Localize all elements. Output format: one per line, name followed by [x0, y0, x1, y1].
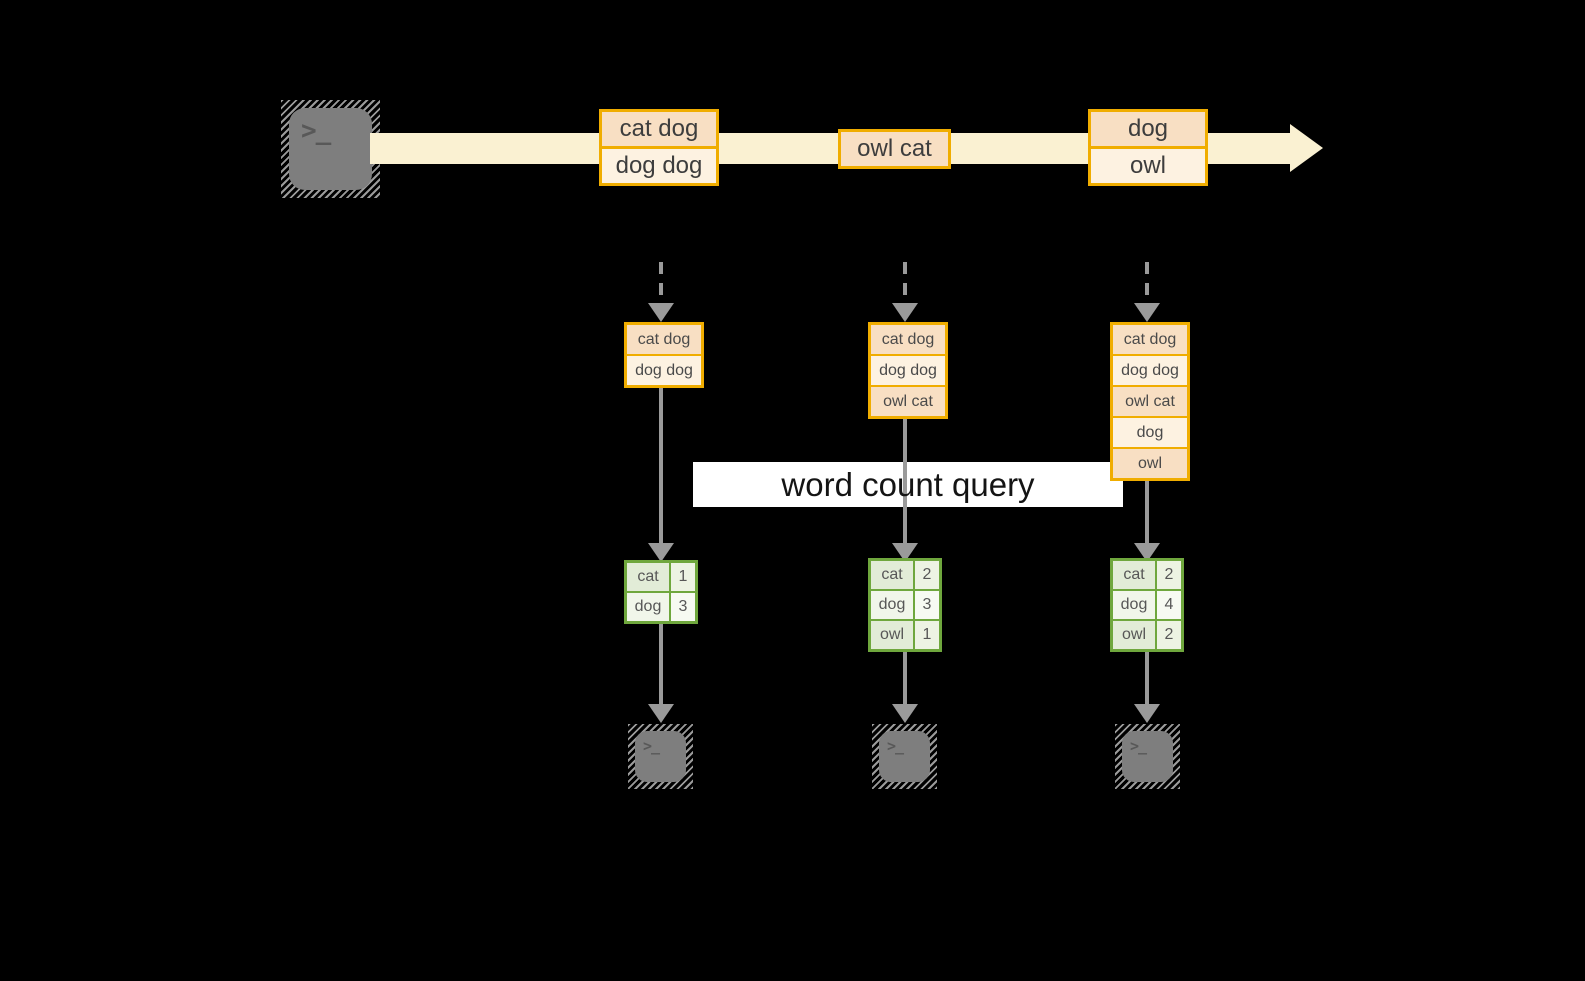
- result-row: cat 1: [627, 563, 695, 591]
- down-arrowhead-icon: [1134, 543, 1160, 562]
- terminal-prompt-icon: >_: [643, 737, 660, 755]
- sink-terminal-icon-2: >_: [872, 724, 937, 789]
- terminal-prompt-icon: >_: [1130, 737, 1147, 755]
- count-cell: 4: [1157, 591, 1181, 619]
- down-arrowhead-icon: [648, 704, 674, 723]
- result-row: owl 2: [1113, 621, 1181, 649]
- count-cell: 2: [1157, 621, 1181, 649]
- terminal-screen: >_: [289, 108, 372, 190]
- result-row: dog 3: [627, 593, 695, 621]
- event-line: dog: [1091, 112, 1205, 146]
- query-banner-label: word count query: [781, 466, 1035, 503]
- arrow-line: [1145, 652, 1149, 704]
- micro-batch-2: cat dog dog dog owl cat: [868, 322, 948, 419]
- batch-line: owl cat: [871, 385, 945, 416]
- dashed-arrow-line: [903, 262, 907, 303]
- down-arrowhead-icon: [892, 303, 918, 322]
- result-row: dog 3: [871, 591, 939, 619]
- down-arrowhead-icon: [1134, 303, 1160, 322]
- word-cell: owl: [871, 621, 913, 649]
- arrow-line: [903, 417, 907, 543]
- down-arrowhead-icon: [648, 303, 674, 322]
- arrow-line: [1145, 479, 1149, 543]
- event-line: owl cat: [841, 132, 948, 166]
- word-cell: dog: [627, 593, 669, 621]
- micro-batch-1: cat dog dog dog: [624, 322, 704, 388]
- batch-line: dog dog: [871, 354, 945, 385]
- terminal-screen: >_: [879, 731, 930, 782]
- stream-event-2: owl cat: [838, 129, 951, 169]
- event-line: cat dog: [602, 112, 716, 146]
- batch-line: owl cat: [1113, 385, 1187, 416]
- batch-line: cat dog: [871, 325, 945, 354]
- batch-line: cat dog: [1113, 325, 1187, 354]
- batch-line: dog dog: [1113, 354, 1187, 385]
- down-arrowhead-icon: [648, 543, 674, 562]
- word-cell: cat: [871, 561, 913, 589]
- result-row: owl 1: [871, 621, 939, 649]
- arrow-line: [903, 652, 907, 704]
- count-cell: 3: [671, 593, 695, 621]
- batch-line: dog: [1113, 416, 1187, 447]
- down-arrowhead-icon: [892, 543, 918, 562]
- stream-event-3: dog owl: [1088, 109, 1208, 186]
- count-cell: 1: [915, 621, 939, 649]
- result-table-2: cat 2 dog 3 owl 1: [868, 558, 942, 652]
- sink-terminal-icon-3: >_: [1115, 724, 1180, 789]
- event-line: dog dog: [602, 146, 716, 183]
- query-banner: [693, 462, 1123, 507]
- down-arrowhead-icon: [892, 704, 918, 723]
- event-line: owl: [1091, 146, 1205, 183]
- source-terminal-icon: >_: [281, 100, 380, 198]
- count-cell: 2: [1157, 561, 1181, 589]
- result-row: dog 4: [1113, 591, 1181, 619]
- result-row: cat 2: [871, 561, 939, 589]
- arrow-line: [659, 386, 663, 543]
- word-cell: dog: [1113, 591, 1155, 619]
- sink-terminal-icon-1: >_: [628, 724, 693, 789]
- micro-batch-3: cat dog dog dog owl cat dog owl: [1110, 322, 1190, 481]
- dashed-arrow-line: [659, 262, 663, 303]
- count-cell: 1: [671, 563, 695, 591]
- count-cell: 3: [915, 591, 939, 619]
- dashed-arrow-line: [1145, 262, 1149, 303]
- batch-line: cat dog: [627, 325, 701, 354]
- stream-event-1: cat dog dog dog: [599, 109, 719, 186]
- batch-line: dog dog: [627, 354, 701, 385]
- result-table-3: cat 2 dog 4 owl 2: [1110, 558, 1184, 652]
- down-arrowhead-icon: [1134, 704, 1160, 723]
- terminal-prompt-icon: >_: [887, 737, 904, 755]
- terminal-screen: >_: [635, 731, 686, 782]
- result-row: cat 2: [1113, 561, 1181, 589]
- word-cell: owl: [1113, 621, 1155, 649]
- terminal-prompt-icon: >_: [301, 116, 331, 146]
- word-cell: cat: [627, 563, 669, 591]
- arrow-line: [659, 624, 663, 704]
- result-table-1: cat 1 dog 3: [624, 560, 698, 624]
- terminal-screen: >_: [1122, 731, 1173, 782]
- count-cell: 2: [915, 561, 939, 589]
- word-cell: cat: [1113, 561, 1155, 589]
- input-stream-arrowhead-icon: [1290, 124, 1323, 172]
- word-cell: dog: [871, 591, 913, 619]
- batch-line: owl: [1113, 447, 1187, 478]
